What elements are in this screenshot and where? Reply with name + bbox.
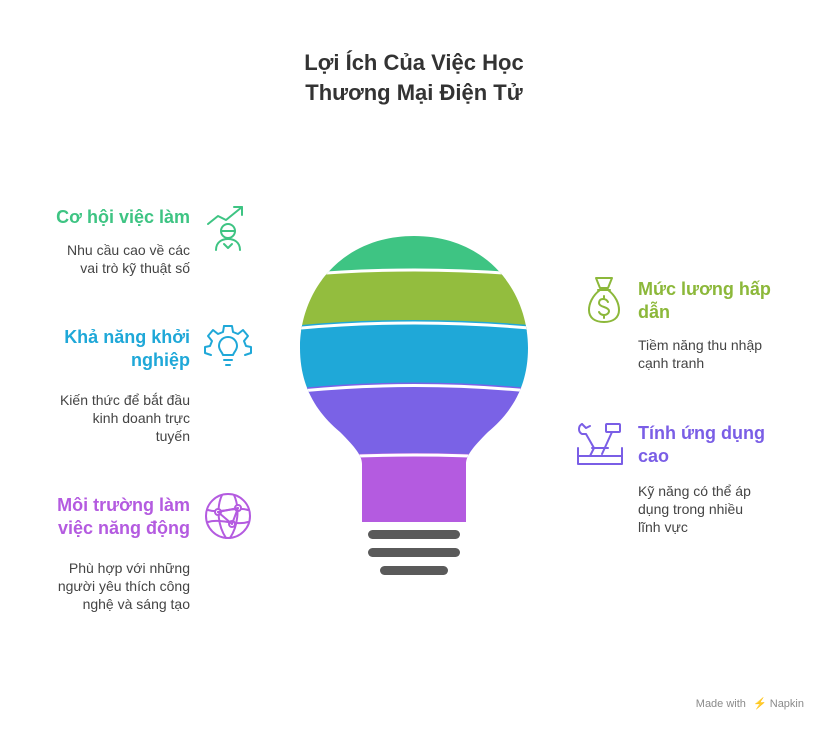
made-with-label: Made with xyxy=(695,698,746,710)
career-growth-icon xyxy=(204,204,252,252)
tools-icon xyxy=(576,422,624,470)
benefit-career-opportunities: Cơ hội việc làm Nhu cầu cao về các vai t… xyxy=(10,206,190,277)
benefit-description: Kỹ năng có thể áp dụng trong nhiều lĩnh … xyxy=(638,483,751,535)
napkin-logo-icon: ⚡ xyxy=(752,698,767,710)
benefit-title: Tính ứng dụng cao xyxy=(638,423,765,466)
benefit-title: Mức lương hấp dẫn xyxy=(638,279,771,322)
benefit-attractive-salary: Mức lương hấp dẫn Tiềm năng thu nhập cạn… xyxy=(638,278,808,372)
title-line-1: Lợi Ích Của Việc Học xyxy=(304,50,524,75)
benefit-title: Môi trường làm việc năng động xyxy=(57,495,190,538)
bulb-base-stripe-1 xyxy=(368,530,460,539)
benefit-description: Nhu cầu cao về các vai trò kỹ thuật số xyxy=(67,242,190,276)
benefit-title: Cơ hội việc làm xyxy=(56,207,190,227)
diagram-title: Lợi Ích Của Việc Học Thương Mại Điện Tử xyxy=(214,48,614,108)
benefit-description: Kiến thức để bắt đầu kinh doanh trực tuy… xyxy=(59,392,190,444)
bulb-band-5 xyxy=(300,453,528,522)
gear-bulb-icon xyxy=(204,322,252,370)
title-line-2: Thương Mại Điện Tử xyxy=(305,80,523,105)
bulb-band-4 xyxy=(300,382,528,462)
benefit-dynamic-environment: Môi trường làm việc năng động Phù hợp vớ… xyxy=(10,494,190,613)
benefit-description: Tiềm năng thu nhập cạnh tranh xyxy=(638,337,763,371)
bulb-base-stripe-2 xyxy=(368,548,460,557)
napkin-brand: Napkin xyxy=(769,698,804,710)
network-globe-icon xyxy=(204,492,252,540)
bulb-band-2 xyxy=(300,270,528,332)
money-bag-icon xyxy=(580,276,628,324)
bulb-base-stripe-3 xyxy=(380,566,448,575)
benefit-title: Khả năng khởi nghiệp xyxy=(64,327,190,370)
napkin-watermark: Made with ⚡ Napkin xyxy=(696,697,804,710)
benefit-entrepreneurship: Khả năng khởi nghiệp Kiến thức để bắt đầ… xyxy=(10,326,190,445)
benefit-description: Phù hợp với những người yêu thích công n… xyxy=(57,560,190,612)
bulb-band-3 xyxy=(300,320,528,395)
benefit-high-applicability: Tính ứng dụng cao Kỹ năng có thể áp dụng… xyxy=(638,422,808,536)
